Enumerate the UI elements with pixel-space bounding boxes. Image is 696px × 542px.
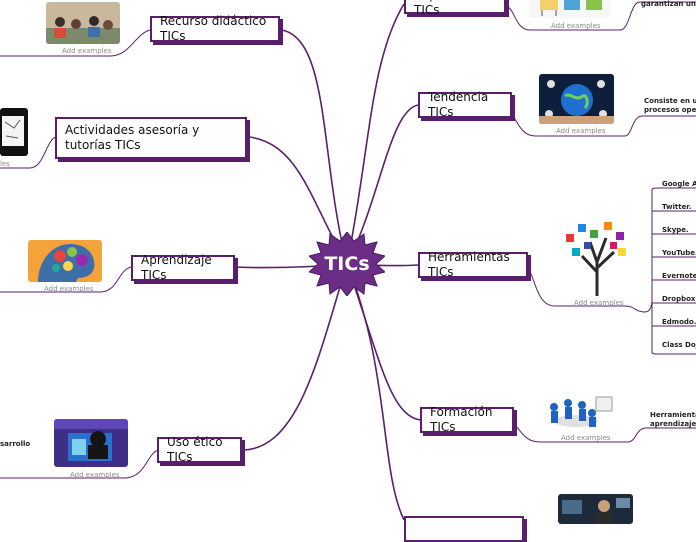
topic-label: Herramientas TICs	[428, 250, 510, 279]
add-examples-caption[interactable]: Add examples	[70, 471, 120, 479]
topic-formacion[interactable]: Formación TICs	[420, 405, 514, 434]
topic-recurso-didactico[interactable]: Recurso didáctico TICs	[150, 14, 280, 43]
students-chairs-icon[interactable]	[530, 0, 610, 18]
add-examples-caption[interactable]: Add examples	[551, 22, 601, 30]
formacion-note-1: Herramientas d	[650, 411, 696, 419]
topic-label: Tendencia TICs	[428, 90, 489, 119]
topic-label: Uso ético TICs	[167, 435, 223, 464]
herramientas-item[interactable]: Evernote.	[662, 272, 696, 280]
herramientas-item[interactable]: Twitter.	[662, 203, 692, 211]
hacker-laptop-icon[interactable]	[54, 419, 128, 467]
add-examples-caption[interactable]: Add examples	[574, 299, 624, 307]
herramientas-item[interactable]: YouTube.	[662, 249, 696, 257]
add-examples-caption[interactable]: Add examples	[556, 127, 606, 135]
topic-actividades[interactable]: Actividades asesoría y tutorías TICs	[55, 117, 247, 159]
herramientas-item[interactable]: Dropbox.	[662, 295, 696, 303]
add-examples-caption[interactable]: Add examples	[44, 285, 94, 293]
topic-herramientas[interactable]: Herramientas TICs	[418, 250, 528, 279]
classroom-photo-icon[interactable]	[46, 2, 120, 44]
tendencia-note-2: procesos operativ	[644, 106, 696, 114]
topic-label: Importancia TICs	[414, 0, 486, 17]
central-node-shape	[309, 232, 385, 296]
herramientas-item[interactable]: Class Dojo.	[662, 341, 696, 349]
add-examples-caption[interactable]: Add examples	[561, 434, 611, 442]
topic-label: Actividades asesoría y tutorías TICs	[65, 123, 200, 152]
blue-figures-meeting-icon[interactable]	[540, 393, 616, 433]
globe-network-icon[interactable]	[539, 74, 614, 124]
whiteboard-photo-icon[interactable]	[0, 108, 28, 156]
office-person-photo-icon[interactable]	[558, 494, 633, 524]
topic-label: Recurso didáctico TICs	[160, 14, 267, 43]
central-topic-label[interactable]: TICs	[324, 253, 370, 275]
importancia-note: garantizan un apr	[641, 0, 696, 8]
topic-label: Formación TICs	[430, 405, 493, 434]
uso-etico-note: sarrollo	[0, 440, 31, 448]
add-examples-caption-partial[interactable]: les	[0, 160, 10, 168]
herramientas-item[interactable]: Edmodo.	[662, 318, 696, 326]
herramientas-item[interactable]: Google Apps	[662, 180, 696, 188]
herramientas-item[interactable]: Skype.	[662, 226, 689, 234]
topic-aprendizaje[interactable]: Aprendizaje TICs	[131, 253, 235, 282]
colorful-brain-icon[interactable]	[28, 240, 102, 282]
formacion-note-2: aprendizaje y lo	[650, 420, 696, 428]
topic-tendencia[interactable]: Tendencia TICs	[418, 90, 512, 119]
topic-uso-etico[interactable]: Uso ético TICs	[157, 435, 242, 464]
topic-importancia[interactable]: Importancia TICs	[404, 0, 506, 17]
add-examples-caption[interactable]: Add examples	[62, 47, 112, 55]
tendencia-note-1: Consiste en un m	[644, 97, 696, 105]
topic-label: Aprendizaje TICs	[141, 253, 212, 282]
app-tree-icon[interactable]	[560, 218, 634, 298]
